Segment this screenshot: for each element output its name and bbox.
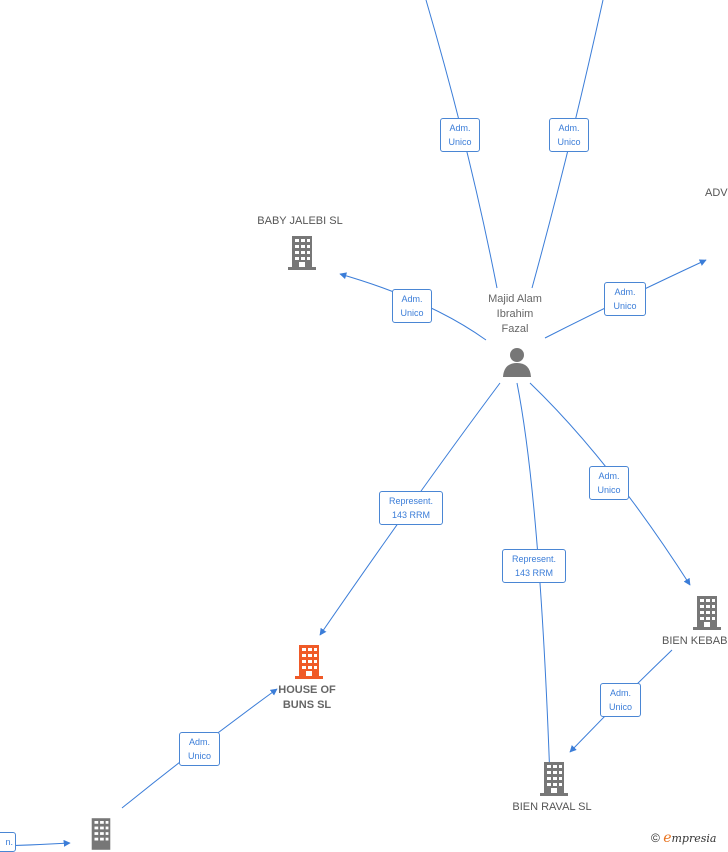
edge-label-adv[interactable]: Adm. Unico [604, 282, 646, 316]
company-house-of-buns-label[interactable]: HOUSE OF BUNS SL [262, 683, 352, 713]
edge-label-line: Adm. [558, 123, 580, 133]
company-bien-raval-label[interactable]: BIEN RAVAL SL [512, 801, 592, 813]
edge-label-bien-raval-represent[interactable]: Represent. 143 RRM [502, 549, 566, 583]
edge-label-bottom-left-partial[interactable]: n. [0, 832, 16, 852]
building-icon-highlighted[interactable] [294, 645, 324, 679]
edge-label-kebab-to-raval[interactable]: Adm. Unico [600, 683, 641, 717]
company-adv-label[interactable]: ADV [705, 187, 728, 199]
edge-label-line: Unico [400, 308, 424, 318]
brand-logo-initial: e [663, 830, 672, 846]
building-icon[interactable] [288, 236, 316, 270]
edge-label-line: Adm. [401, 294, 423, 304]
copyright-symbol: © [651, 831, 660, 845]
edge-label-line: Unico [608, 702, 632, 712]
edge-label-baby-jalebi[interactable]: Adm. Unico [392, 289, 432, 323]
edge-label-line: Unico [557, 137, 581, 147]
edge-bien-raval [516, 382, 554, 781]
person-icon[interactable] [502, 346, 532, 378]
edge-label-line: Represent. [511, 554, 557, 564]
edge-label-top-right[interactable]: Adm. Unico [549, 118, 589, 152]
edge-label-line: Unico [613, 301, 637, 311]
footer-brand[interactable]: © empresia [651, 830, 716, 846]
building-icon[interactable] [540, 762, 568, 796]
brand-logo-text: mpresia [671, 832, 717, 845]
edge-label-line: n. [5, 837, 13, 847]
company-baby-jalebi-label[interactable]: BABY JALEBI SL [257, 215, 343, 227]
person-name-line-2: Ibrahim [496, 308, 534, 320]
edge-label-line: 143 RRM [391, 510, 430, 520]
edge-label-line: Adm. [598, 471, 620, 481]
edge-label-line: Adm. [614, 287, 636, 297]
edge-label-line: Unico [187, 751, 211, 761]
edge-label-house-of-buns-represent[interactable]: Represent. 143 RRM [379, 491, 443, 525]
person-name-line-3: Fazal [501, 323, 529, 335]
house-of-buns-line-2: BUNS SL [282, 699, 332, 711]
edge-label-line: Adm. [449, 123, 471, 133]
building-icon[interactable] [88, 818, 114, 850]
edge-label-line: Adm. [188, 737, 210, 747]
house-of-buns-line-1: HOUSE OF [278, 684, 336, 696]
edge-label-line: 143 RRM [514, 568, 553, 578]
company-bien-kebab-label[interactable]: BIEN KEBAB [662, 635, 728, 647]
person-name[interactable]: Majid Alam Ibrahim Fazal [470, 292, 560, 337]
edge-label-line: Represent. [388, 496, 434, 506]
person-name-line-1: Majid Alam [488, 293, 542, 305]
edge-label-line: Unico [448, 137, 472, 147]
edge-label-line: Adm. [609, 688, 631, 698]
edge-label-bottom-to-buns[interactable]: Adm. Unico [179, 732, 220, 766]
edge-label-bien-kebab[interactable]: Adm. Unico [589, 466, 629, 500]
edge-label-line: Unico [597, 485, 621, 495]
building-icon[interactable] [693, 596, 721, 630]
edge-label-top-left[interactable]: Adm. Unico [440, 118, 480, 152]
